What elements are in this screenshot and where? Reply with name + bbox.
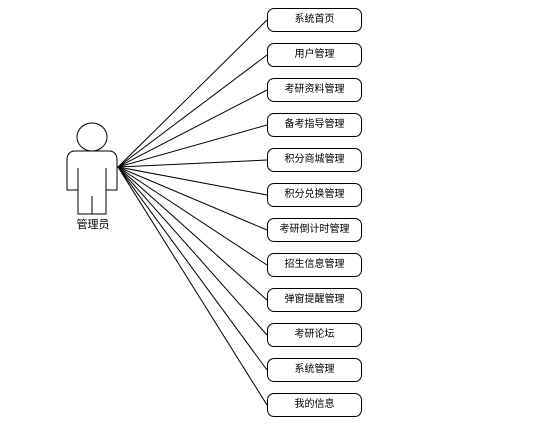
use-case-box: 系统管理 bbox=[267, 358, 362, 382]
use-case-box: 系统首页 bbox=[267, 8, 362, 32]
use-case-box: 考研倒计时管理 bbox=[267, 218, 362, 242]
use-case-box: 积分兑换管理 bbox=[267, 183, 362, 207]
use-case-box: 考研资料管理 bbox=[267, 78, 362, 102]
connector-line bbox=[117, 54, 268, 168]
connector-line bbox=[117, 166, 268, 371]
use-case-box: 弹窗提醒管理 bbox=[267, 288, 362, 312]
use-case-box: 用户管理 bbox=[267, 43, 362, 67]
connector-line bbox=[117, 124, 268, 168]
connector-line bbox=[117, 19, 268, 168]
actor-figure bbox=[66, 122, 118, 215]
use-case-box: 积分商城管理 bbox=[267, 148, 362, 172]
connector-line bbox=[117, 166, 268, 196]
connector-line bbox=[117, 89, 268, 168]
actor-label: 管理员 bbox=[76, 218, 110, 231]
connector-line bbox=[117, 166, 268, 301]
use-case-box: 考研论坛 bbox=[267, 323, 362, 347]
actor-body bbox=[66, 150, 118, 215]
connector-line bbox=[117, 166, 268, 266]
actor-head bbox=[76, 122, 108, 152]
connector-line bbox=[117, 159, 268, 168]
connector-line bbox=[117, 166, 268, 336]
use-case-box: 我的信息 bbox=[267, 393, 362, 417]
use-case-box: 备考指导管理 bbox=[267, 113, 362, 137]
connector-line bbox=[117, 166, 268, 406]
connector-line bbox=[117, 166, 268, 231]
connector-lines bbox=[117, 19, 268, 406]
use-case-box: 招生信息管理 bbox=[267, 253, 362, 277]
